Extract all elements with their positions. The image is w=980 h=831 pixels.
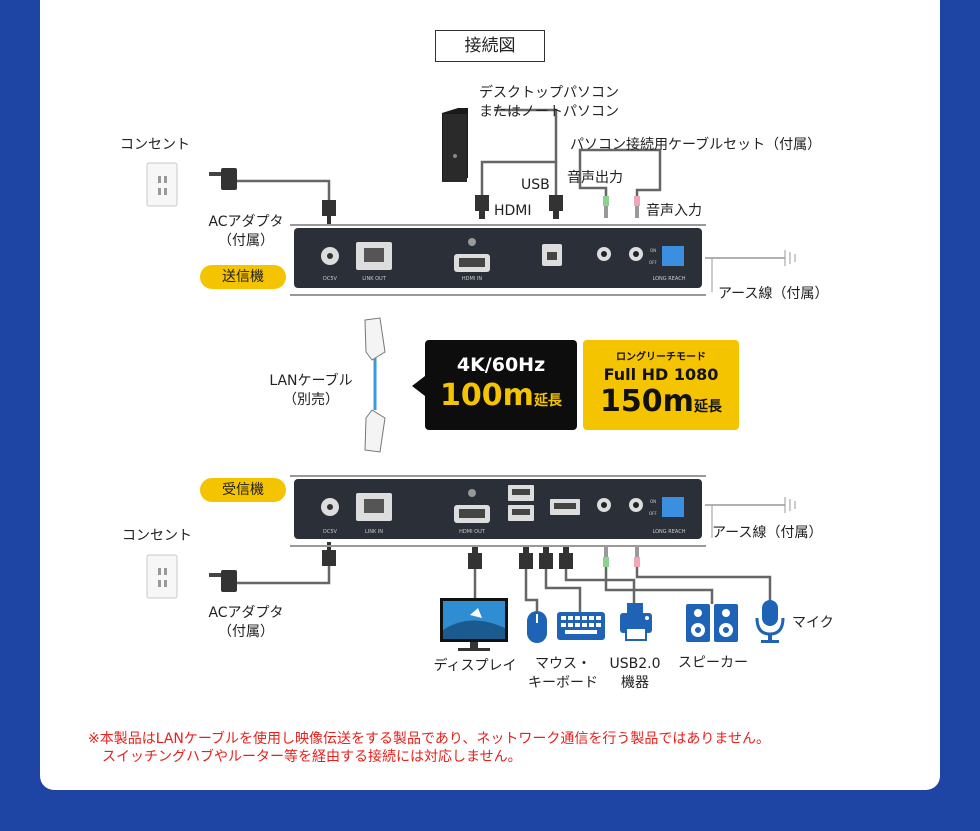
audio-in-label: 音声入力 <box>646 203 702 219</box>
switch-off-top: OFF <box>649 260 657 265</box>
port-hdmi-in: HDMI IN <box>462 276 482 282</box>
ground-wire-top <box>705 250 796 292</box>
port-dc-bottom: DC5V <box>323 529 338 535</box>
disclaimer-note: ※本製品はLANケーブルを使用し映像伝送をする製品であり、ネットワーク通信を行う… <box>88 730 770 766</box>
spec-fullhd-distance: 150m <box>600 384 694 419</box>
mic-plug <box>634 557 640 567</box>
lan-cable-icon <box>364 317 386 453</box>
audio-in-plug <box>634 196 640 206</box>
cable-set-label: パソコン接続用ケーブルセット（付属） <box>570 137 822 153</box>
usb-label: USB <box>521 177 550 193</box>
switch-on-bottom: ON <box>650 499 656 504</box>
spec-long-reach-mode: ロングリーチモード <box>616 352 706 363</box>
audio-out-label: 音声出力 <box>567 170 623 186</box>
display-icon <box>440 598 508 651</box>
ac-top-label-line2: （付属） <box>218 233 274 249</box>
note-line2: スイッチングハブやルーター等を経由する接続には対応しません。 <box>88 749 522 765</box>
pc-label-line2: またはノートパソコン <box>479 104 619 120</box>
switch-off-bottom: OFF <box>649 511 657 516</box>
printer-icon <box>620 603 652 641</box>
speaker-plug <box>603 557 609 567</box>
ac-top-label-line1: ACアダプタ <box>208 214 284 230</box>
port-link-out: LINK OUT <box>362 276 386 282</box>
ac-adapter-bottom-icon <box>209 542 336 592</box>
ground-bottom-label: アース線（付属） <box>712 525 823 541</box>
usb-plug-device <box>559 553 573 569</box>
pc-label-line1: デスクトップパソコン <box>479 85 619 101</box>
keyboard-icon <box>557 612 605 640</box>
transmitter-frame <box>290 224 706 296</box>
lan-label-line2: （別売） <box>283 392 339 408</box>
speaker-icon <box>686 604 738 642</box>
microphone-icon <box>755 600 785 643</box>
spec-4k-distance: 100m <box>440 378 534 413</box>
mouse-keyboard-label-line2: キーボード <box>528 675 598 691</box>
note-line1: ※本製品はLANケーブルを使用し映像伝送をする製品であり、ネットワーク通信を行う… <box>88 731 770 747</box>
usb-plug-mouse <box>519 553 533 569</box>
hdmi-label: HDMI <box>494 203 532 219</box>
spec-fullhd-line: Full HD 1080 <box>603 365 719 384</box>
ac-adapter-top-icon <box>209 168 336 224</box>
port-link-in: LINK IN <box>365 529 383 535</box>
receiver-badge: 受信機 <box>200 478 286 502</box>
spec-fullhd-suffix: 延長 <box>693 399 722 415</box>
mouse-keyboard-label-line1: マウス・ <box>535 656 591 672</box>
port-long-reach-bottom: LONG REACH <box>653 529 686 535</box>
receiver-frame <box>290 475 706 547</box>
spec-4k-line: 4K/60Hz <box>456 354 546 376</box>
ground-top-label: アース線（付属） <box>718 286 829 302</box>
outlet-top-icon <box>146 162 178 207</box>
desktop-pc-icon <box>442 108 468 182</box>
lan-label-line1: LANケーブル <box>269 373 353 389</box>
ac-bottom-label-line2: （付属） <box>218 624 274 640</box>
mic-label: マイク <box>792 615 834 631</box>
diagram-title: 接続図 <box>435 30 545 62</box>
usb-plug-keyboard <box>539 553 553 569</box>
spec-4k-box: 4K/60Hz 100m延長 <box>425 340 577 430</box>
audio-out-plug <box>603 196 609 206</box>
ac-bottom-label-line1: ACアダプタ <box>208 605 284 621</box>
usb-plug-top <box>549 195 563 211</box>
usb-device-label-line1: USB2.0 <box>609 656 661 672</box>
receiver-device: DC5V LINK IN HDMI OUT LONG REACH ON OFF <box>294 479 702 539</box>
ground-wire-bottom <box>705 497 796 538</box>
usb-device-label-line2: 機器 <box>621 675 649 691</box>
outlet-top-label: コンセント <box>120 137 190 153</box>
outlet-bottom-label: コンセント <box>122 528 192 544</box>
port-long-reach-top: LONG REACH <box>653 276 686 282</box>
port-dc-top: DC5V <box>323 276 338 282</box>
display-label: ディスプレイ <box>433 658 517 674</box>
transmitter-badge: 送信機 <box>200 265 286 289</box>
outlet-bottom-icon <box>146 554 178 599</box>
mouse-icon <box>527 611 547 643</box>
switch-on-top: ON <box>650 248 656 253</box>
port-hdmi-out: HDMI OUT <box>459 529 486 535</box>
spec-fullhd-box: ロングリーチモード Full HD 1080 150m延長 <box>583 340 739 430</box>
hdmi-plug-top <box>475 195 489 211</box>
spec-4k-suffix: 延長 <box>533 393 562 409</box>
transmitter-device: DC5V LINK OUT HDMI IN LONG REACH ON OFF <box>294 228 702 288</box>
hdmi-plug-bottom <box>468 553 482 569</box>
speaker-label: スピーカー <box>678 655 748 671</box>
